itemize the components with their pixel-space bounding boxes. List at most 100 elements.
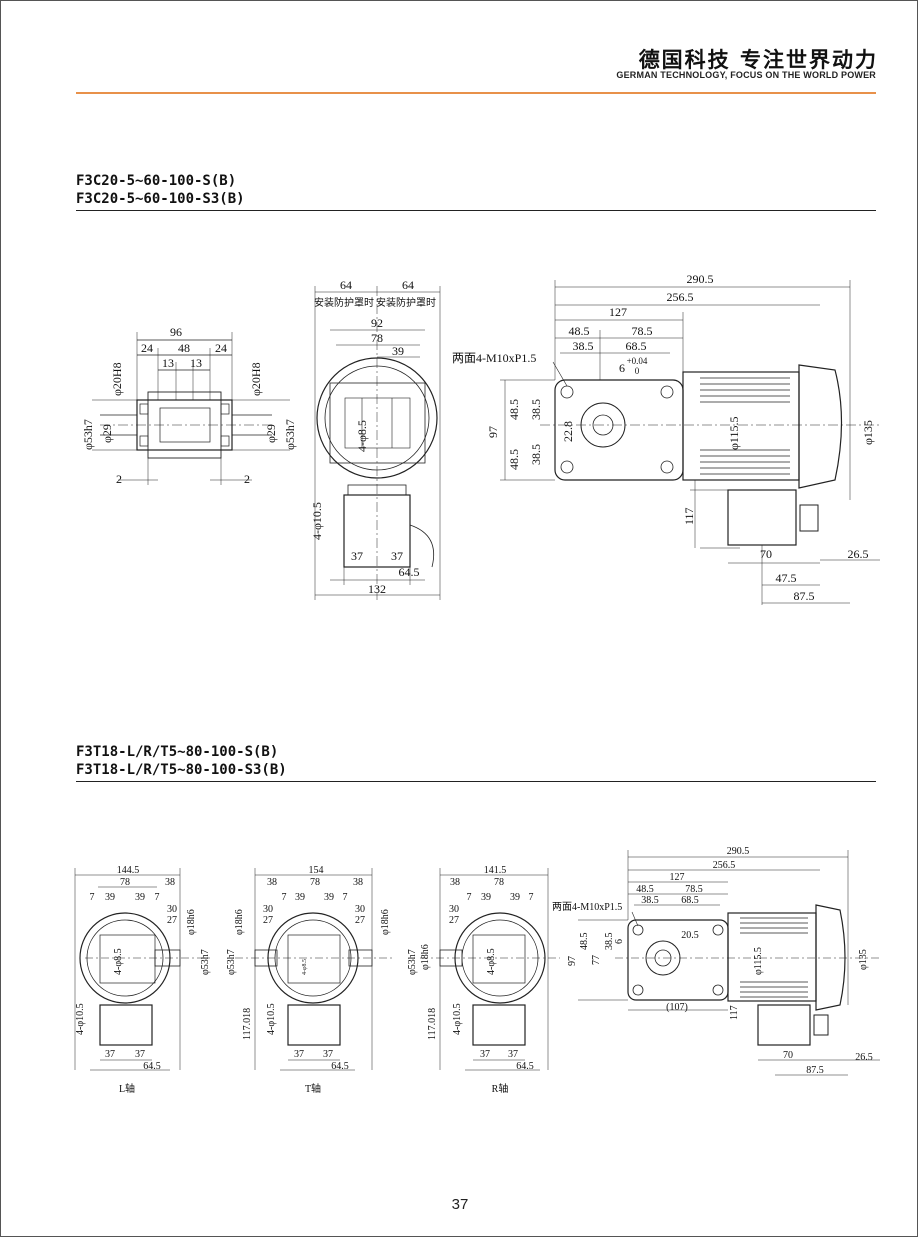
dim-label: 39 (392, 344, 404, 358)
dim-label: 48.5 (579, 933, 590, 951)
section2-model-line2: F3T18-L/R/T5~80-100-S3(B) (76, 762, 287, 778)
dim-label: φ29 (264, 424, 278, 443)
dim-label: (107) (666, 1002, 688, 1013)
dim-label: 37 (508, 1049, 518, 1060)
s2-r-labels: 141.5 38 78 7 39 39 7 30 27 φ18h6 φ53h7 … (407, 865, 534, 1095)
dim-label: 48.5 (569, 324, 590, 338)
dim-label: 37 (351, 549, 363, 563)
dim-label: 30 (263, 904, 273, 915)
dim-label: φ29 (100, 424, 114, 443)
s2-l-view (74, 868, 210, 1071)
dim-label: 64 (402, 278, 414, 292)
dim-label: 4-φ10.5 (310, 502, 324, 540)
dim-label: 38.5 (604, 933, 615, 951)
s1-front-view (314, 286, 441, 600)
dim-label: 92 (371, 316, 383, 330)
section2-divider (76, 781, 876, 782)
dim-label: 48.5 (507, 399, 521, 420)
dim-label: 37 (323, 1049, 333, 1060)
dim-label: 13 (162, 356, 174, 370)
dim-label: 7 (155, 892, 160, 903)
dim-label: 48.5 (507, 449, 521, 470)
s2-top-view (578, 850, 880, 1076)
dim-label: 290.5 (687, 272, 714, 286)
dim-label: 68.5 (626, 339, 647, 353)
dim-label: 37 (391, 549, 403, 563)
dim-label: 24 (141, 341, 153, 355)
dim-label: 30 (167, 904, 177, 915)
dim-label: 256.5 (713, 860, 736, 871)
dim-label: 97 (567, 956, 578, 966)
s1-front-labels: 64 64 安装防护罩时 安装防护罩时 92 78 39 4-φ8.5 4-φ1… (310, 278, 436, 596)
s2-l-labels: 144.5 78 38 7 39 39 7 30 27 φ18h6 φ53h7 … (75, 865, 211, 1095)
dim-label: 4-φ8.5 (355, 420, 369, 452)
dim-label: φ20H8 (249, 362, 263, 396)
dim-label: 68.5 (681, 895, 699, 906)
dim-label: 30 (355, 904, 365, 915)
dim-label: φ18h6 (186, 909, 197, 935)
dim-label: 38 (267, 877, 277, 888)
dim-label: 37 (294, 1049, 304, 1060)
dim-label: 39 (135, 892, 145, 903)
dim-label: 39 (324, 892, 334, 903)
dim-label: 22.8 (561, 421, 575, 442)
dim-label: 39 (481, 892, 491, 903)
dim-label: φ135 (861, 420, 875, 445)
dim-label: φ18h6 (420, 944, 431, 970)
dim-label: 13 (190, 356, 202, 370)
dim-label: φ53h7 (226, 949, 237, 975)
dim-label: 78.5 (632, 324, 653, 338)
dim-label: 144.5 (117, 865, 140, 876)
dim-label: 24 (215, 341, 227, 355)
s1-side-view (92, 332, 290, 485)
dim-label: 64.5 (143, 1061, 161, 1072)
dim-label: 48.5 (636, 884, 654, 895)
dim-label: 37 (480, 1049, 490, 1060)
dim-label: 70 (783, 1050, 793, 1061)
dim-label: 127 (609, 305, 627, 319)
dim-label: 64.5 (516, 1061, 534, 1072)
dim-label: 20.5 (681, 930, 699, 941)
dim-label: 27 (449, 915, 459, 926)
view-label: L轴 (119, 1082, 135, 1095)
s1-side-labels: 96 24 48 24 13 13 2 2 φ20H8 φ20H8 φ53h7 … (81, 325, 297, 486)
dim-label: 7 (282, 892, 287, 903)
dim-label: 39 (295, 892, 305, 903)
dim-label: 117 (682, 507, 696, 525)
dim-label: 7 (467, 892, 472, 903)
dim-label: 37 (105, 1049, 115, 1060)
dim-label: 37 (135, 1049, 145, 1060)
brand-slogan-en: GERMAN TECHNOLOGY, FOCUS ON THE WORLD PO… (616, 70, 876, 80)
s2-top-labels: 290.5 256.5 127 48.5 78.5 38.5 68.5 两面4-… (552, 846, 873, 1076)
view-label: T轴 (305, 1082, 321, 1095)
tolerance-lower: 0 (635, 366, 640, 376)
dim-label: φ115.5 (753, 947, 764, 975)
brand-slogan-cn: 德国科技 专注世界动力 (638, 47, 878, 72)
dim-label: 6 (614, 939, 625, 944)
dim-label: φ18h6 (380, 909, 391, 935)
cover-note: 安装防护罩时 (314, 296, 374, 309)
dim-label: 39 (105, 892, 115, 903)
dim-label: 2 (244, 472, 250, 486)
dim-label: 132 (368, 582, 386, 596)
dim-label: 27 (355, 915, 365, 926)
dim-label: 141.5 (484, 865, 507, 876)
dim-label: φ53h7 (283, 419, 297, 450)
dim-label: 38.5 (641, 895, 659, 906)
dim-label: 117.018 (242, 1008, 253, 1040)
section1-model-line2: F3C20-5~60-100-S3(B) (76, 191, 245, 207)
s1-top-labels: 290.5 256.5 127 48.5 78.5 38.5 68.5 6 +0… (452, 272, 875, 603)
section1-model-line1: F3C20-5~60-100-S(B) (76, 173, 237, 189)
view-label: R轴 (492, 1082, 509, 1095)
dim-label: 64 (340, 278, 352, 292)
section1-divider (76, 210, 876, 211)
dim-label: 4-φ10.5 (266, 1003, 277, 1035)
dim-label: 4-φ8.5 (113, 948, 124, 975)
dim-label: φ18h6 (234, 909, 245, 935)
dim-label: 26.5 (848, 547, 869, 561)
dim-label: 38.5 (573, 339, 594, 353)
dim-label: φ53h7 (200, 949, 211, 975)
dim-label: 2 (116, 472, 122, 486)
header-divider (76, 92, 876, 94)
